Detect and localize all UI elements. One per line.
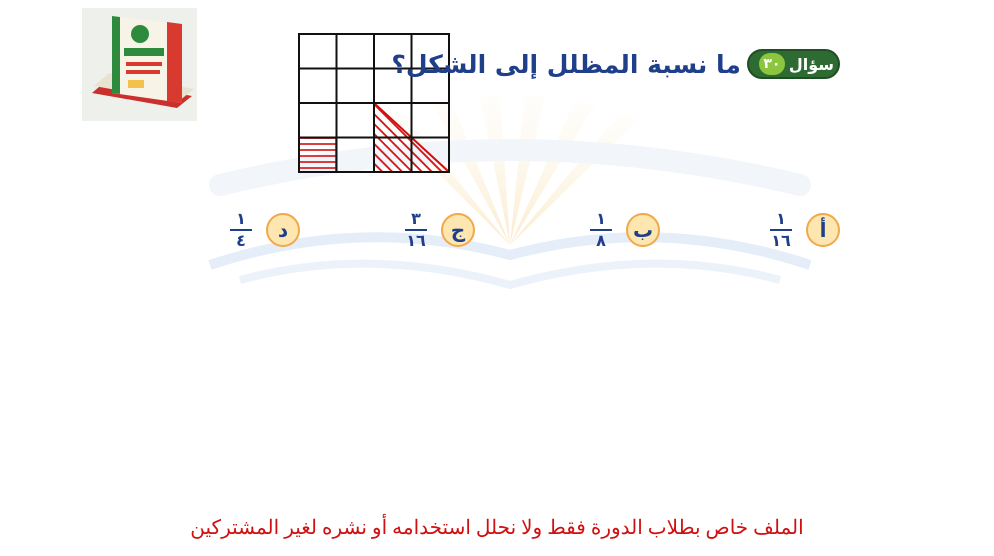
fraction-denominator: ١٦ [771, 231, 791, 250]
choice-letter: د [266, 213, 300, 247]
choice-b[interactable]: ب ١ ٨ [590, 211, 660, 249]
choice-fraction: ١ ٤ [230, 211, 252, 249]
fraction-numerator: ١ [236, 209, 246, 228]
choice-fraction: ١ ٨ [590, 211, 612, 249]
question-number: ٣٠ [758, 53, 785, 75]
book-cover-image [82, 8, 197, 121]
choice-a[interactable]: أ ١ ١٦ [770, 211, 840, 249]
fraction-denominator: ٤ [236, 231, 246, 250]
copyright-notice: الملف خاص بطلاب الدورة فقط ولا نحلل استخ… [190, 517, 804, 539]
watermark-logo [208, 95, 812, 290]
question-header: سؤال ٣٠ ما نسبة المظلل إلى الشكل؟ [391, 46, 840, 82]
choice-letter: ب [626, 213, 660, 247]
fraction-bar [590, 229, 612, 231]
question-label: سؤال [788, 54, 834, 74]
fraction-bar [770, 229, 792, 231]
choice-letter: أ [806, 213, 840, 247]
shaded-region-horizontal [298, 137, 337, 173]
fraction-grid-figure [298, 33, 450, 173]
choice-d[interactable]: د ١ ٤ [230, 211, 300, 249]
fraction-bar [230, 229, 252, 231]
choice-fraction: ١ ١٦ [770, 211, 792, 249]
choice-fraction: ٣ ١٦ [405, 211, 427, 249]
fraction-denominator: ٨ [596, 231, 606, 250]
fraction-bar [405, 229, 427, 231]
fraction-numerator: ١ [776, 209, 786, 228]
fraction-denominator: ١٦ [406, 231, 426, 250]
fraction-numerator: ١ [596, 209, 606, 228]
choice-letter: ج [441, 213, 475, 247]
question-badge: سؤال ٣٠ [746, 49, 840, 79]
question-text: ما نسبة المظلل إلى الشكل؟ [391, 49, 741, 79]
fraction-numerator: ٣ [411, 209, 421, 228]
choice-c[interactable]: ج ٣ ١٦ [405, 211, 475, 249]
